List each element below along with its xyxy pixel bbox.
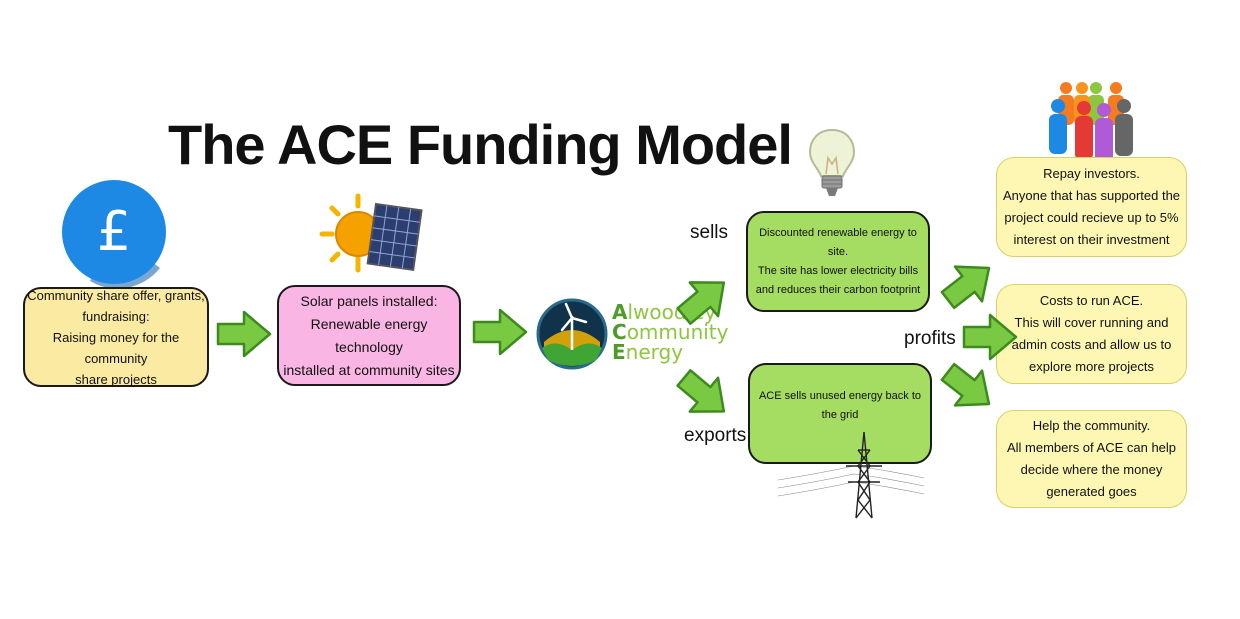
sells-line: and reduces their carbon footprint xyxy=(755,283,921,296)
logo-word: ommunity xyxy=(626,320,729,344)
sells-line: Discounted renewable energy to xyxy=(759,226,917,239)
repay-line: project could recieve up to 5% xyxy=(1004,210,1179,225)
solar-line: Solar panels installed: xyxy=(300,292,438,309)
community-line: Help the community. xyxy=(1032,418,1151,433)
lightbulb-icon xyxy=(808,128,856,202)
funding-line: Community share offer, grants, xyxy=(27,287,205,303)
page-title: The ACE Funding Model xyxy=(168,113,793,176)
power-pylon-icon xyxy=(776,430,926,520)
repay-box: Repay investors. Anyone that has support… xyxy=(996,157,1187,257)
exports-box: ACE sells unused energy back to the grid xyxy=(748,363,932,464)
logo-initial: C xyxy=(612,320,627,344)
logo-initial: E xyxy=(612,340,626,364)
logo-word: nergy xyxy=(625,340,684,364)
costs-line: This will cover running and xyxy=(1014,315,1169,330)
costs-box: Costs to run ACE. This will cover runnin… xyxy=(996,284,1187,384)
community-line: decide where the money xyxy=(1020,462,1163,477)
sun-solar-panel-icon xyxy=(318,192,430,276)
profits-label: profits xyxy=(904,328,956,349)
community-box: Help the community. All members of ACE c… xyxy=(996,410,1187,508)
sells-box: Discounted renewable energy to site. The… xyxy=(746,211,930,312)
exports-label: exports xyxy=(684,425,747,446)
repay-line: Repay investors. xyxy=(1043,166,1140,181)
ace-logo xyxy=(536,298,608,370)
pound-coin-icon: £ xyxy=(60,178,168,289)
funding-box: Community share offer, grants, fundraisi… xyxy=(23,287,209,387)
costs-line: Costs to run ACE. xyxy=(1039,293,1144,308)
sells-label: sells xyxy=(690,222,729,243)
sells-line: The site has lower electricity bills xyxy=(757,264,919,277)
funding-line: share projects xyxy=(75,371,157,387)
community-line: generated goes xyxy=(1046,484,1137,499)
ace-logo-text: Alwoodley Community Energy xyxy=(612,302,728,362)
exports-line: the grid xyxy=(821,409,859,421)
solar-line: Renewable energy technology xyxy=(310,315,428,355)
repay-line: Anyone that has supported the xyxy=(1002,188,1181,203)
solar-line: installed at community sites xyxy=(283,361,455,378)
community-line: All members of ACE can help xyxy=(1006,440,1177,455)
sells-line: site. xyxy=(827,245,849,258)
costs-line: explore more projects xyxy=(1029,359,1154,374)
svg-text:£: £ xyxy=(97,200,131,263)
exports-line: ACE sells unused energy back to xyxy=(758,390,922,402)
logo-initial: A xyxy=(612,300,628,324)
people-group-icon xyxy=(1046,80,1138,170)
funding-line: fundraising: xyxy=(82,308,150,324)
funding-line: Raising money for the community xyxy=(52,329,180,366)
repay-line: interest on their investment xyxy=(1013,232,1170,247)
costs-line: admin costs and allow us to xyxy=(1011,337,1172,352)
solar-box: Solar panels installed: Renewable energy… xyxy=(277,285,461,386)
